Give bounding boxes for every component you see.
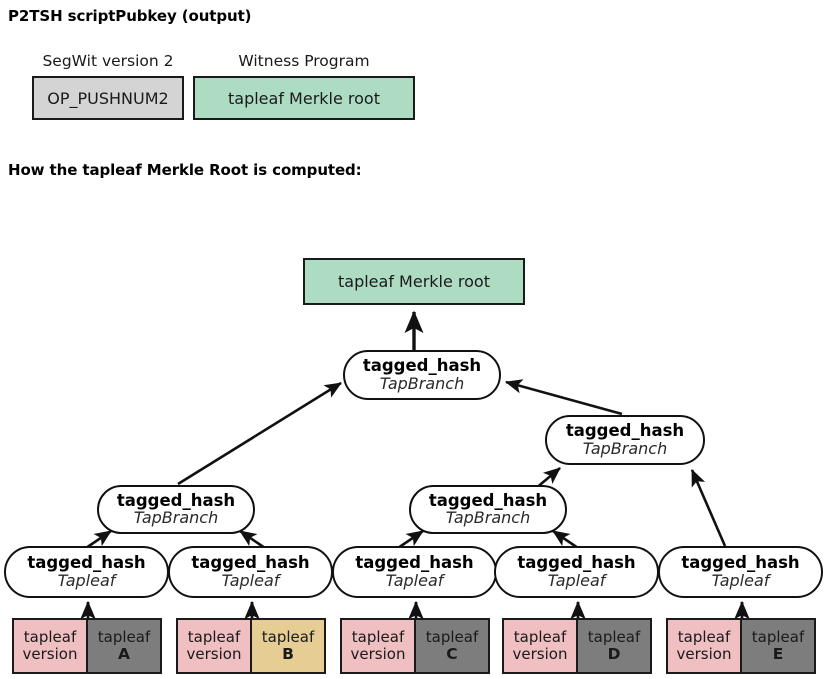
tapleaf-script-cell: tapleaf E (740, 618, 816, 674)
node-tag-name: Tapleaf (385, 570, 444, 590)
tapleaf-version-line1: tapleaf (513, 628, 567, 647)
node-tagged-hash-left-tapbranch: tagged_hash TapBranch (97, 485, 255, 534)
node-tagged-hash-tapleaf-e: tagged_hash Tapleaf (658, 546, 823, 598)
section-title-merkle-root: How the tapleaf Merkle Root is computed: (8, 161, 362, 179)
tapleaf-script-line1: tapleaf (97, 627, 151, 646)
tapleaf-version-cell: tapleaf version (666, 618, 742, 674)
node-tag-name: TapBranch (582, 438, 668, 458)
tapleaf-script-cell: tapleaf A (86, 618, 162, 674)
box-segwit-version-value: OP_PUSHNUM2 (32, 76, 184, 120)
node-tag-name: Tapleaf (547, 570, 606, 590)
tapleaf-data-b: tapleaf version tapleaf B (176, 618, 326, 674)
node-tagged-hash-tapleaf-a: tagged_hash Tapleaf (4, 546, 169, 598)
tapleaf-version-line2: version (22, 645, 78, 663)
node-function-name: tagged_hash (681, 553, 800, 573)
node-tagged-hash-mid-tapbranch: tagged_hash TapBranch (409, 485, 567, 534)
arrow-leafd-to-midbranch (552, 529, 579, 550)
node-tagged-hash-tapleaf-c: tagged_hash Tapleaf (332, 546, 497, 598)
node-tagged-hash-root-tapbranch: tagged_hash TapBranch (343, 350, 501, 400)
node-function-name: tagged_hash (362, 356, 482, 376)
label-segwit-version: SegWit version 2 (42, 52, 174, 70)
tapleaf-version-line2: version (186, 645, 242, 663)
node-tag-name: TapBranch (379, 373, 465, 393)
tapleaf-version-line1: tapleaf (351, 628, 405, 647)
tapleaf-version-line2: version (676, 645, 732, 663)
node-tagged-hash-tapleaf-b: tagged_hash Tapleaf (168, 546, 333, 598)
tapleaf-version-cell: tapleaf version (176, 618, 252, 674)
tapleaf-script-line1: tapleaf (261, 627, 315, 646)
arrow-leafc-to-midbranch (397, 529, 424, 550)
page-title-scriptpubkey: P2TSH scriptPubkey (output) (8, 7, 252, 25)
arrow-leafa-to-leftbranch (85, 529, 112, 550)
tapleaf-script-cell: tapleaf B (250, 618, 326, 674)
arrow-rightbranch-to-rootbranch (504, 379, 623, 416)
arrow-leftbranch-to-rootbranch (177, 381, 342, 486)
node-function-name: tagged_hash (191, 553, 310, 573)
box-tapleaf-merkle-root: tapleaf Merkle root (303, 258, 525, 305)
tapleaf-version-line1: tapleaf (677, 628, 731, 647)
tapleaf-script-name: B (282, 644, 294, 663)
tapleaf-script-name: E (772, 644, 784, 663)
tapleaf-version-cell: tapleaf version (12, 618, 88, 674)
arrow-leafb-to-leftbranch (239, 529, 266, 550)
tapleaf-script-name: C (446, 644, 458, 663)
node-tag-name: Tapleaf (711, 570, 770, 590)
node-function-name: tagged_hash (428, 490, 548, 510)
tapleaf-script-cell: tapleaf D (576, 618, 652, 674)
tapleaf-data-d: tapleaf version tapleaf D (502, 618, 652, 674)
tapleaf-version-line2: version (512, 645, 568, 663)
tapleaf-data-c: tapleaf version tapleaf C (340, 618, 490, 674)
tapleaf-version-line1: tapleaf (187, 628, 241, 647)
tapleaf-data-e: tapleaf version tapleaf E (666, 618, 816, 674)
node-tag-name: Tapleaf (57, 570, 116, 590)
node-tag-name: Tapleaf (221, 570, 280, 590)
label-witness-program: Witness Program (238, 52, 370, 70)
node-tagged-hash-tapleaf-d: tagged_hash Tapleaf (494, 546, 659, 598)
node-tagged-hash-right-tapbranch: tagged_hash TapBranch (545, 415, 705, 465)
node-function-name: tagged_hash (565, 421, 685, 441)
node-function-name: tagged_hash (517, 553, 636, 573)
node-tag-name: TapBranch (133, 508, 219, 528)
tapleaf-script-line1: tapleaf (425, 627, 479, 646)
node-function-name: tagged_hash (27, 553, 146, 573)
node-function-name: tagged_hash (116, 490, 236, 510)
tapleaf-script-name: D (607, 644, 621, 663)
tapleaf-script-cell: tapleaf C (414, 618, 490, 674)
tapleaf-version-line2: version (350, 645, 406, 663)
arrow-leafe-to-rightbranch (690, 469, 727, 547)
box-witness-program-value: tapleaf Merkle root (193, 76, 415, 120)
tapleaf-script-line1: tapleaf (751, 627, 805, 646)
tapleaf-script-line1: tapleaf (587, 627, 641, 646)
tapleaf-version-line1: tapleaf (23, 628, 77, 647)
tapleaf-script-name: A (118, 644, 130, 663)
node-function-name: tagged_hash (355, 553, 474, 573)
tapleaf-version-cell: tapleaf version (340, 618, 416, 674)
tapleaf-version-cell: tapleaf version (502, 618, 578, 674)
tapleaf-data-a: tapleaf version tapleaf A (12, 618, 162, 674)
node-tag-name: TapBranch (445, 508, 531, 528)
